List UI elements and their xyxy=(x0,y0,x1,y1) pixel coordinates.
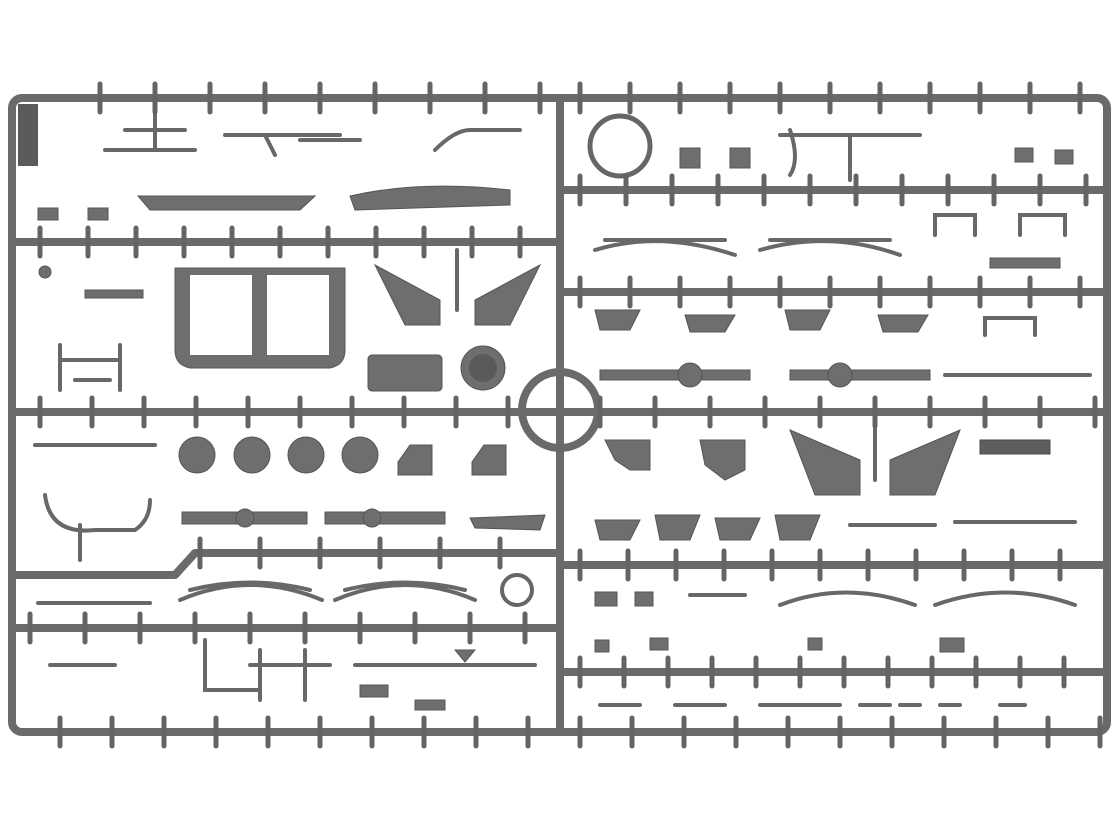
parts-group-b xyxy=(38,248,542,392)
sprue-tag xyxy=(18,104,38,166)
sprue-gates xyxy=(27,81,1103,749)
parts-group-e xyxy=(587,113,1074,269)
parts-group-a xyxy=(37,106,522,221)
left-runner-3 xyxy=(8,549,564,579)
parts-group-f xyxy=(594,309,1092,388)
parts-group-h xyxy=(594,590,1077,707)
parts-group-c xyxy=(33,436,546,562)
parts-group-d xyxy=(36,573,537,711)
parts-group-g xyxy=(594,418,1077,541)
